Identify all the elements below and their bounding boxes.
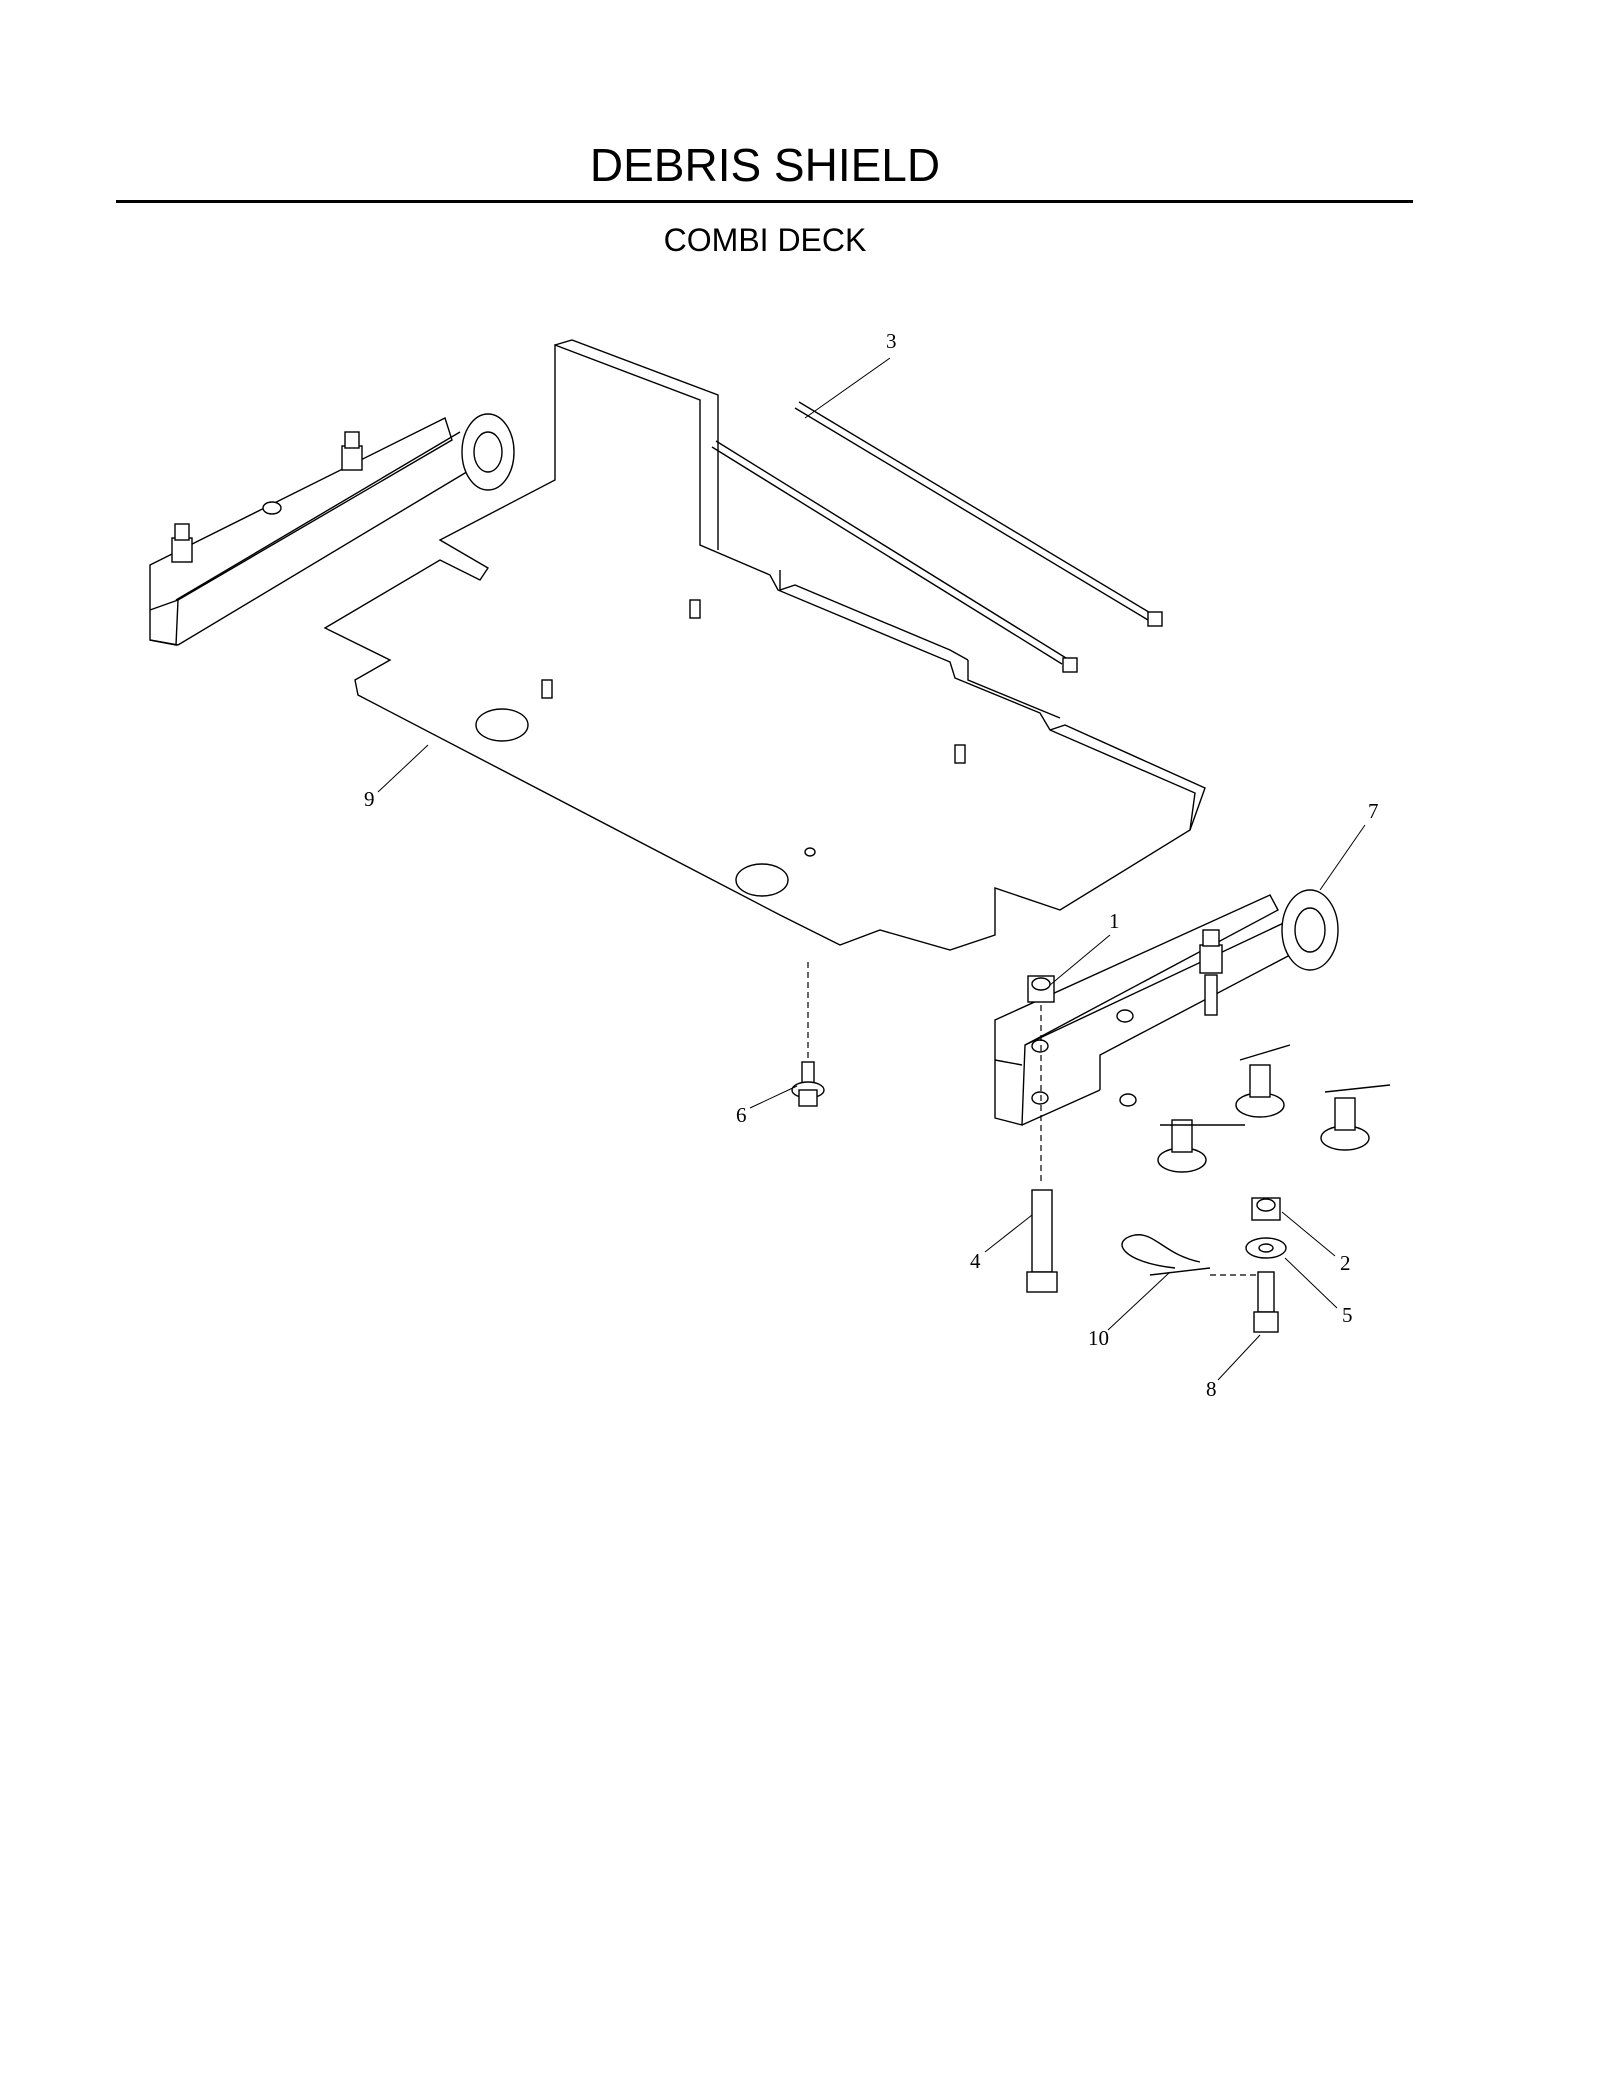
- callout-8: 8: [1206, 1377, 1217, 1401]
- callout-4: 4: [970, 1249, 981, 1273]
- page-title: DEBRIS SHIELD: [589, 139, 941, 191]
- callout-3: 3: [886, 329, 897, 353]
- hair-pin-clip: [1121, 1234, 1211, 1276]
- callout-9: 9: [364, 787, 375, 811]
- cable-ties: [711, 401, 1163, 673]
- callout-1: 1: [1109, 909, 1120, 933]
- left-hinge-bracket: [149, 413, 515, 646]
- page-subtitle: COMBI DECK: [663, 222, 867, 258]
- hex-bolt: [1026, 1189, 1058, 1293]
- flange-nut: [1251, 1197, 1281, 1221]
- callout-5: 5: [1342, 1303, 1353, 1327]
- flat-washer: [1245, 1237, 1287, 1259]
- lock-nut: [1027, 975, 1055, 1003]
- leader-lines: [377, 357, 1366, 1381]
- callout-6: 6: [736, 1103, 747, 1127]
- callout-2: 2: [1340, 1251, 1351, 1275]
- pin-bolt: [1253, 1271, 1279, 1333]
- title-divider: [116, 200, 1413, 203]
- callout-10: 10: [1088, 1326, 1109, 1350]
- mounting-pin-cluster: [1157, 1044, 1391, 1173]
- right-hinge-bracket: [994, 889, 1339, 1126]
- shoulder-bolt: [791, 1061, 825, 1107]
- callout-7: 7: [1368, 799, 1379, 823]
- debris-shield-plate: [323, 339, 1206, 951]
